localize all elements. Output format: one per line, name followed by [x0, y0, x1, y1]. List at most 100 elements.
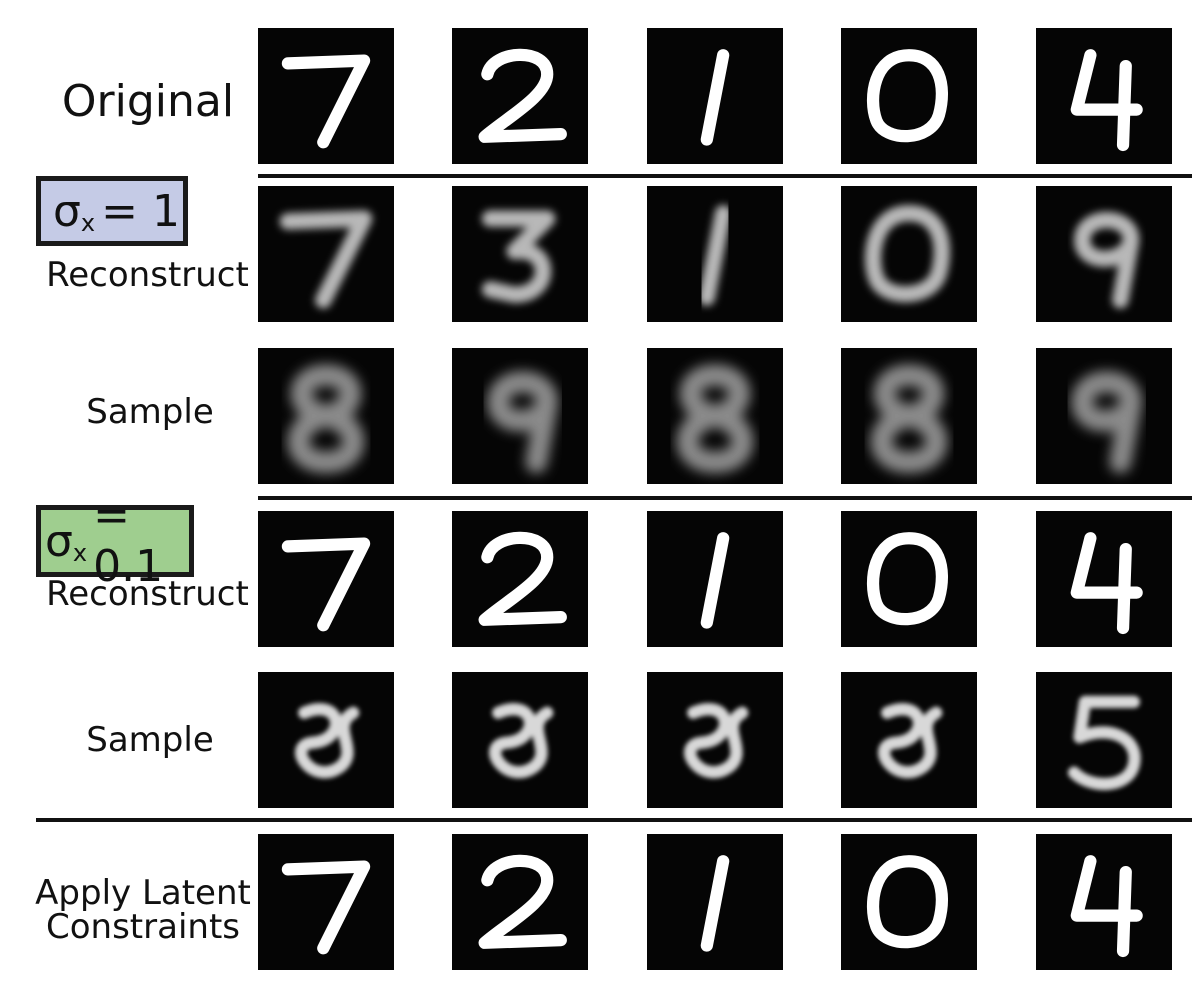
digit-stroke — [281, 537, 371, 632]
sigma-subscript: x — [72, 539, 88, 567]
digit-image — [864, 205, 950, 303]
digit-image — [295, 703, 360, 779]
digit-tile-reconstruct-1-3 — [647, 186, 783, 322]
sigma-equation: = 0.1 — [93, 490, 164, 592]
digit-image — [700, 532, 730, 629]
digit-stroke — [1074, 212, 1140, 309]
row-label-reconstruct-sigma-0-1: Reconstruct — [46, 574, 249, 614]
digit-image — [281, 54, 371, 149]
digit-tile-original-5 — [1036, 28, 1172, 164]
digit-tile-sample-2-5 — [1036, 672, 1172, 808]
row-label-sample-sigma-0-1: Sample — [86, 720, 214, 760]
digit-tile-original-2 — [452, 28, 588, 164]
digit-image — [1067, 695, 1141, 790]
digit-stroke — [676, 364, 754, 474]
apply-line-2: Constraints — [46, 907, 240, 947]
digit-stroke — [700, 49, 730, 146]
sigma-symbol: σ — [45, 515, 73, 567]
digit-tile-apply-1 — [258, 834, 394, 970]
digit-stroke — [1070, 855, 1143, 958]
digit-tile-original-3 — [647, 28, 783, 164]
digit-tile-reconstruct-1-2 — [452, 186, 588, 322]
digit-image — [698, 205, 732, 306]
digit-stroke — [478, 854, 567, 949]
digit-tile-apply-3 — [647, 834, 783, 970]
digit-tile-apply-5 — [1036, 834, 1172, 970]
digit-stroke — [700, 855, 730, 952]
digit-stroke — [1070, 49, 1143, 152]
digit-tile-apply-2 — [452, 834, 588, 970]
digit-image — [281, 860, 371, 955]
digit-image — [1070, 855, 1143, 958]
digit-image — [281, 537, 371, 632]
digit-image — [279, 210, 373, 309]
digit-tile-reconstruct-2-3 — [647, 511, 783, 647]
digit-tile-sample-2-2 — [452, 672, 588, 808]
digit-stroke — [478, 48, 567, 143]
digit-image — [700, 855, 730, 952]
digit-tile-reconstruct-2-1 — [258, 511, 394, 647]
digit-stroke — [487, 371, 559, 474]
digit-stroke — [481, 210, 556, 303]
digit-tile-reconstruct-1-5 — [1036, 186, 1172, 322]
digit-stroke — [295, 703, 360, 779]
digit-image — [700, 49, 730, 146]
row-label-apply-latent-constraints: Apply Latent Constraints — [32, 876, 254, 944]
digit-image — [478, 854, 567, 949]
digit-stroke — [279, 210, 373, 309]
digit-tile-reconstruct-2-5 — [1036, 511, 1172, 647]
digit-stroke — [287, 364, 365, 474]
digit-image — [1074, 212, 1140, 309]
digit-stroke — [478, 531, 567, 626]
digit-image — [1071, 371, 1143, 474]
digit-tile-reconstruct-1-4 — [841, 186, 977, 322]
digit-tile-reconstruct-2-2 — [452, 511, 588, 647]
divider-original — [258, 174, 1192, 178]
divider-sigma-1 — [258, 496, 1192, 500]
digit-image — [870, 364, 948, 474]
digit-tile-reconstruct-1-1 — [258, 186, 394, 322]
sigma-equation: = 1 — [101, 185, 180, 237]
digit-tile-sample-2-4 — [841, 672, 977, 808]
digit-tile-original-4 — [841, 28, 977, 164]
digit-stroke — [1067, 695, 1141, 790]
digit-image — [684, 703, 749, 779]
digit-image — [878, 703, 943, 779]
apply-line-1: Apply Latent — [35, 873, 251, 913]
digit-stroke — [684, 703, 749, 779]
digit-tile-sample-1-1 — [258, 348, 394, 484]
digit-tile-sample-2-1 — [258, 672, 394, 808]
sigma-symbol: σ — [53, 185, 81, 237]
digit-stroke — [281, 860, 371, 955]
digit-image — [676, 364, 754, 474]
digit-stroke — [1070, 532, 1143, 635]
digit-stroke — [864, 205, 950, 303]
row-label-original: Original — [61, 76, 235, 127]
digit-stroke — [866, 49, 948, 143]
digit-image — [478, 48, 567, 143]
digit-stroke — [281, 54, 371, 149]
digit-stroke — [870, 364, 948, 474]
divider-sigma-0-1 — [36, 818, 1192, 822]
digit-tile-sample-2-3 — [647, 672, 783, 808]
sigma-0-1-badge: σ x = 0.1 — [36, 490, 194, 592]
digit-image — [489, 703, 554, 779]
digit-image — [481, 210, 556, 303]
digit-image — [487, 371, 559, 474]
digit-tile-reconstruct-2-4 — [841, 511, 977, 647]
digit-image — [866, 49, 948, 143]
row-label-sample-sigma-1: Sample — [86, 392, 214, 432]
digit-image — [866, 855, 948, 949]
digit-tile-apply-4 — [841, 834, 977, 970]
digit-tile-sample-1-3 — [647, 348, 783, 484]
digit-image — [1070, 532, 1143, 635]
digit-tile-sample-1-2 — [452, 348, 588, 484]
digit-stroke — [1071, 371, 1143, 474]
digit-stroke — [866, 532, 948, 626]
digit-tile-sample-1-5 — [1036, 348, 1172, 484]
digit-stroke — [700, 532, 730, 629]
row-label-reconstruct-sigma-1: Reconstruct — [46, 255, 249, 295]
digit-stroke — [698, 205, 732, 306]
digit-image — [1070, 49, 1143, 152]
digit-stroke — [489, 703, 554, 779]
